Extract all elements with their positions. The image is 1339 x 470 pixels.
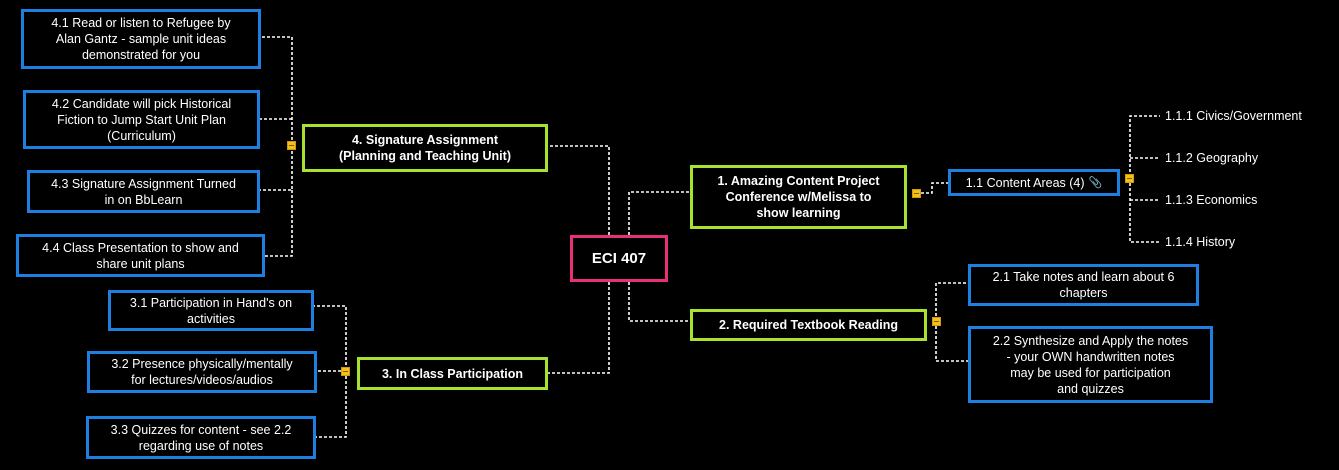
node-4-2-label: 4.2 Candidate will pick Historical Ficti… — [51, 96, 232, 143]
branch-3-label: 3. In Class Participation — [381, 366, 523, 381]
branch-1-node[interactable]: 1. Amazing Content Project Conference w/… — [690, 165, 907, 229]
branch-4-label: 4. Signature Assignment (Planning and Te… — [339, 133, 511, 163]
node-3-1[interactable]: 3.1 Participation in Hand's on activitie… — [108, 290, 314, 331]
paperclip-icon[interactable]: 📎 — [1088, 176, 1103, 189]
node-2-2-label: 2.2 Synthesize and Apply the notes - you… — [992, 333, 1189, 396]
branch-4-node[interactable]: 4. Signature Assignment (Planning and Te… — [302, 124, 548, 172]
node-1-1[interactable]: 1.1 Content Areas (4) 📎 — [948, 169, 1120, 196]
node-4-1-label: 4.1 Read or listen to Refugee by Alan Ga… — [51, 16, 231, 62]
node-4-3-label: 4.3 Signature Assignment Turned in on Bb… — [51, 176, 236, 207]
node-4-4[interactable]: 4.4 Class Presentation to show and share… — [16, 234, 265, 277]
leaf-1-1-3[interactable]: 1.1.3 Economics — [1165, 192, 1257, 208]
node-1-1-label: 1.1 Content Areas (4) — [965, 175, 1085, 190]
leaf-1-1-1-label: 1.1.1 Civics/Government — [1165, 109, 1302, 123]
node-3-3-label: 3.3 Quizzes for content - see 2.2 regard… — [110, 422, 292, 453]
leaf-1-1-2-label: 1.1.2 Geography — [1165, 151, 1259, 165]
node-1-1-collapse-handle[interactable] — [1125, 174, 1134, 183]
node-3-2-label: 3.2 Presence physically/mentally for lec… — [111, 357, 293, 387]
node-2-1-label: 2.1 Take notes and learn about 6 chapter… — [992, 270, 1175, 300]
root-label: ECI 407 — [591, 249, 647, 267]
leaf-1-1-3-label: 1.1.3 Economics — [1165, 193, 1258, 207]
branch-3-node[interactable]: 3. In Class Participation — [357, 357, 548, 390]
branch-2-label: 2. Required Textbook Reading — [719, 318, 898, 332]
node-4-1[interactable]: 4.1 Read or listen to Refugee by Alan Ga… — [21, 9, 261, 69]
branch-4-collapse-handle[interactable] — [287, 141, 296, 150]
node-4-2[interactable]: 4.2 Candidate will pick Historical Ficti… — [23, 90, 260, 149]
leaf-1-1-1[interactable]: 1.1.1 Civics/Government — [1165, 108, 1302, 124]
leaf-1-1-4[interactable]: 1.1.4 History — [1165, 234, 1235, 250]
branch-1-label: 1. Amazing Content Project Conference w/… — [717, 174, 880, 220]
node-4-4-label: 4.4 Class Presentation to show and share… — [42, 240, 239, 271]
node-3-3[interactable]: 3.3 Quizzes for content - see 2.2 regard… — [86, 416, 316, 459]
leaf-1-1-2[interactable]: 1.1.2 Geography — [1165, 150, 1258, 166]
branch-1-collapse-handle[interactable] — [912, 189, 921, 198]
leaf-1-1-4-label: 1.1.4 History — [1165, 235, 1236, 249]
root-node[interactable]: ECI 407 — [570, 235, 668, 282]
node-2-1[interactable]: 2.1 Take notes and learn about 6 chapter… — [968, 264, 1199, 306]
branch-2-collapse-handle[interactable] — [932, 317, 941, 326]
branch-2-node[interactable]: 2. Required Textbook Reading — [690, 309, 927, 341]
node-4-3[interactable]: 4.3 Signature Assignment Turned in on Bb… — [27, 170, 260, 213]
node-3-1-label: 3.1 Participation in Hand's on activitie… — [129, 295, 293, 326]
node-3-2[interactable]: 3.2 Presence physically/mentally for lec… — [87, 351, 317, 393]
branch-3-collapse-handle[interactable] — [341, 367, 350, 376]
node-2-2[interactable]: 2.2 Synthesize and Apply the notes - you… — [968, 326, 1213, 403]
